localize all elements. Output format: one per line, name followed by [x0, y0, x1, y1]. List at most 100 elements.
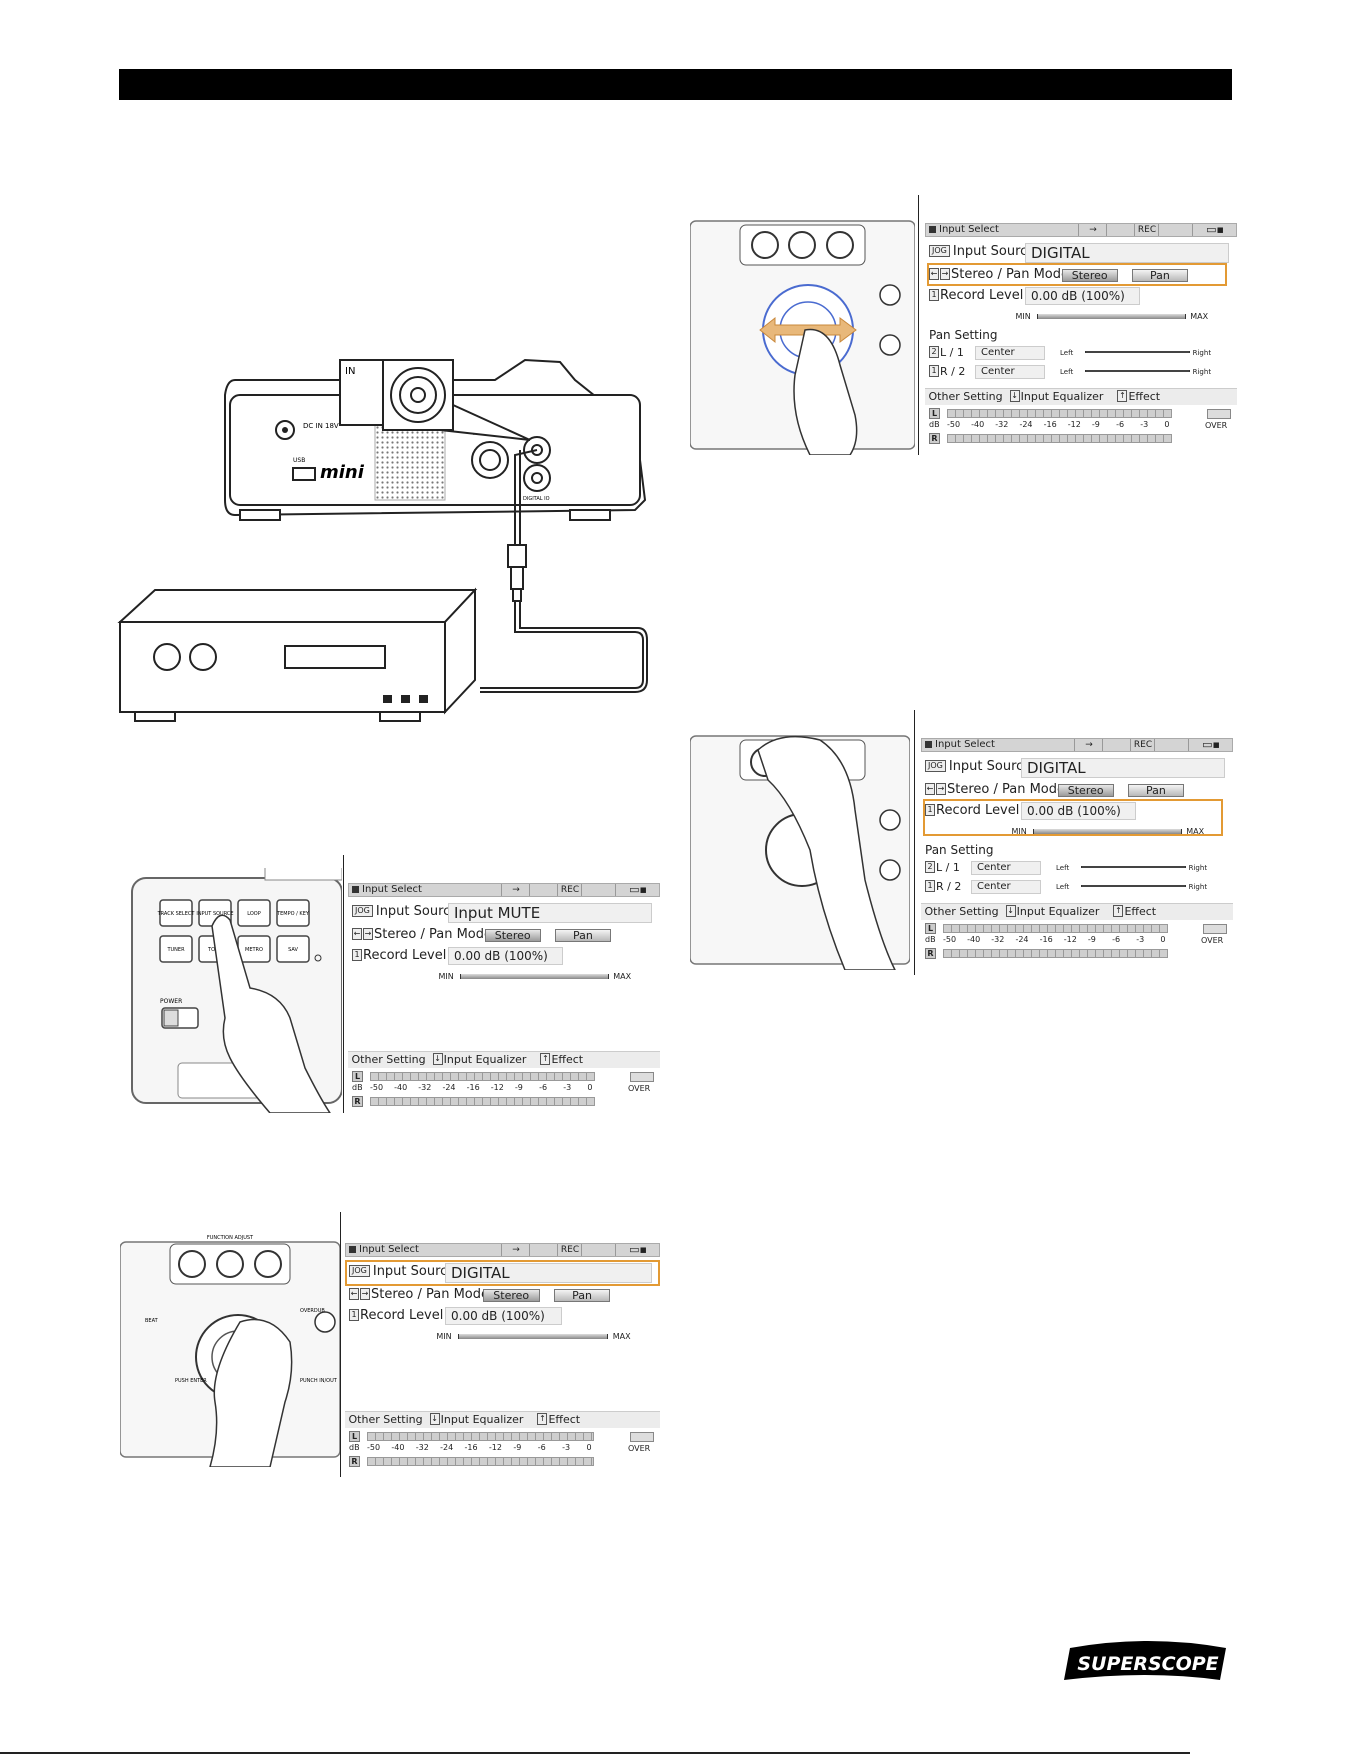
- up-key-icon: ↑: [537, 1413, 548, 1425]
- device-button[interactable]: [237, 899, 271, 927]
- device-button[interactable]: [159, 935, 193, 963]
- arrow-indicator: →: [501, 884, 530, 896]
- device-button[interactable]: [276, 899, 310, 927]
- divider-3: [918, 195, 919, 455]
- device-button[interactable]: [159, 899, 193, 927]
- header-bar: [119, 69, 1232, 100]
- record-level-slider[interactable]: [458, 1334, 609, 1339]
- status-cell: [581, 1244, 616, 1256]
- stereo-pan-label: Stereo / Pan Mode: [947, 782, 1066, 797]
- pan-r2-slider[interactable]: [1081, 885, 1186, 887]
- stereo-pan-row[interactable]: ←→Stereo / Pan Mode Stereo Pan: [925, 779, 1229, 801]
- jog-key-icon: JOG: [929, 245, 950, 257]
- pan-setting-heading: Pan Setting: [925, 843, 994, 857]
- meter-scale-tick: -24: [440, 1443, 454, 1452]
- menu-square-icon: [349, 1246, 356, 1253]
- db-label: dB: [925, 935, 936, 944]
- meter-scale-tick: -3: [562, 1443, 571, 1452]
- pan-right-label: Right: [1192, 368, 1212, 376]
- lcd-title-bar: Input Select → REC ▭▪: [925, 223, 1237, 237]
- pan-r2-slider[interactable]: [1085, 370, 1190, 372]
- meter-scale-tick: -9: [514, 1083, 523, 1092]
- connection-diagram: DC IN 18V USB mini FOOT PEDAL DIGITAL IO…: [117, 358, 648, 722]
- highlight-frame: [927, 263, 1227, 286]
- input-equalizer-link[interactable]: Input Equalizer: [443, 1053, 527, 1066]
- stereo-button[interactable]: Stereo: [1061, 269, 1118, 282]
- stereo-pan-row[interactable]: ←→Stereo / Pan Mode Stereo Pan: [929, 264, 1233, 286]
- stereo-pan-row[interactable]: ←→Stereo / Pan Mode Stereo Pan: [349, 1284, 656, 1306]
- knob-2-icon: 2: [929, 346, 939, 358]
- meter-l-label: L: [352, 1071, 363, 1082]
- stereo-button[interactable]: Stereo: [482, 1289, 540, 1302]
- input-equalizer-link[interactable]: Input Equalizer: [440, 1413, 524, 1426]
- stereo-pan-row[interactable]: ←→Stereo / Pan Mode Stereo Pan: [352, 924, 656, 946]
- down-key-icon: ↓: [432, 1053, 443, 1065]
- other-setting-label: Other Setting: [348, 1413, 423, 1426]
- record-level-slider[interactable]: [460, 974, 609, 979]
- digital-label: DIGITAL IO: [523, 496, 550, 502]
- other-setting-bar[interactable]: Other Setting ↓Input Equalizer ↑Effect: [921, 903, 1233, 920]
- pan-button[interactable]: Pan: [1131, 269, 1188, 282]
- effect-link[interactable]: Effect: [548, 1413, 581, 1426]
- device-photo-level-knob: [690, 730, 910, 970]
- input-equalizer-link[interactable]: Input Equalizer: [1016, 905, 1100, 918]
- pan-l1-label: L / 1: [940, 346, 964, 359]
- meter-right-bar: [947, 434, 1172, 443]
- pan-r2-label: R / 2: [940, 365, 966, 378]
- effect-link[interactable]: Effect: [1128, 390, 1161, 403]
- effect-link[interactable]: Effect: [1124, 905, 1157, 918]
- in-label: IN: [345, 366, 355, 377]
- other-setting-bar[interactable]: Other Setting ↓Input Equalizer ↑Effect: [925, 388, 1237, 405]
- jog-key-icon: JOG: [352, 905, 373, 917]
- input-source-value: Input MUTE: [448, 903, 652, 923]
- record-level-slider[interactable]: [1033, 829, 1182, 834]
- pan-left-label: Left: [1060, 349, 1074, 357]
- record-level-slider[interactable]: [1037, 314, 1186, 319]
- device-button-label: METRO: [245, 947, 263, 953]
- db-label: dB: [352, 1083, 363, 1092]
- meter-scale-tick: -9: [1087, 935, 1096, 944]
- device-button[interactable]: [276, 935, 310, 963]
- down-key-icon: ↓: [1005, 905, 1016, 917]
- input-source-value: DIGITAL: [445, 1263, 652, 1283]
- input-equalizer-link[interactable]: Input Equalizer: [1020, 390, 1104, 403]
- pan-button[interactable]: Pan: [553, 1289, 611, 1302]
- lcd-title: Input Select: [362, 884, 422, 895]
- beat-label: BEAT: [145, 1318, 159, 1324]
- stereo-button[interactable]: Stereo: [1057, 784, 1114, 797]
- meter-scale-tick: 0: [587, 1083, 593, 1092]
- effect-link[interactable]: Effect: [551, 1053, 584, 1066]
- superscope-logo: SUPERSCOPE: [1064, 1641, 1226, 1680]
- down-key-icon: ↓: [1009, 390, 1020, 402]
- input-source-label: Input Source: [375, 904, 459, 919]
- db-label: dB: [929, 420, 940, 429]
- pan-l1-slider[interactable]: [1085, 351, 1190, 353]
- stereo-button[interactable]: Stereo: [484, 929, 541, 942]
- over-indicator-left: [1207, 409, 1231, 419]
- pan-l1-slider[interactable]: [1081, 866, 1186, 868]
- other-setting-bar[interactable]: Other Setting ↓Input Equalizer ↑Effect: [348, 1051, 660, 1068]
- status-cell: [1102, 739, 1131, 751]
- pan-button[interactable]: Pan: [1127, 784, 1184, 797]
- over-indicator-left: [630, 1072, 654, 1082]
- pan-button[interactable]: Pan: [554, 929, 611, 942]
- status-cell: [529, 1244, 558, 1256]
- highlight-frame: [345, 1260, 660, 1286]
- left-key-icon: ←: [349, 1288, 359, 1300]
- mini-logo-text: mini: [320, 462, 365, 483]
- other-setting-bar[interactable]: Other Setting ↓Input Equalizer ↑Effect: [345, 1411, 660, 1428]
